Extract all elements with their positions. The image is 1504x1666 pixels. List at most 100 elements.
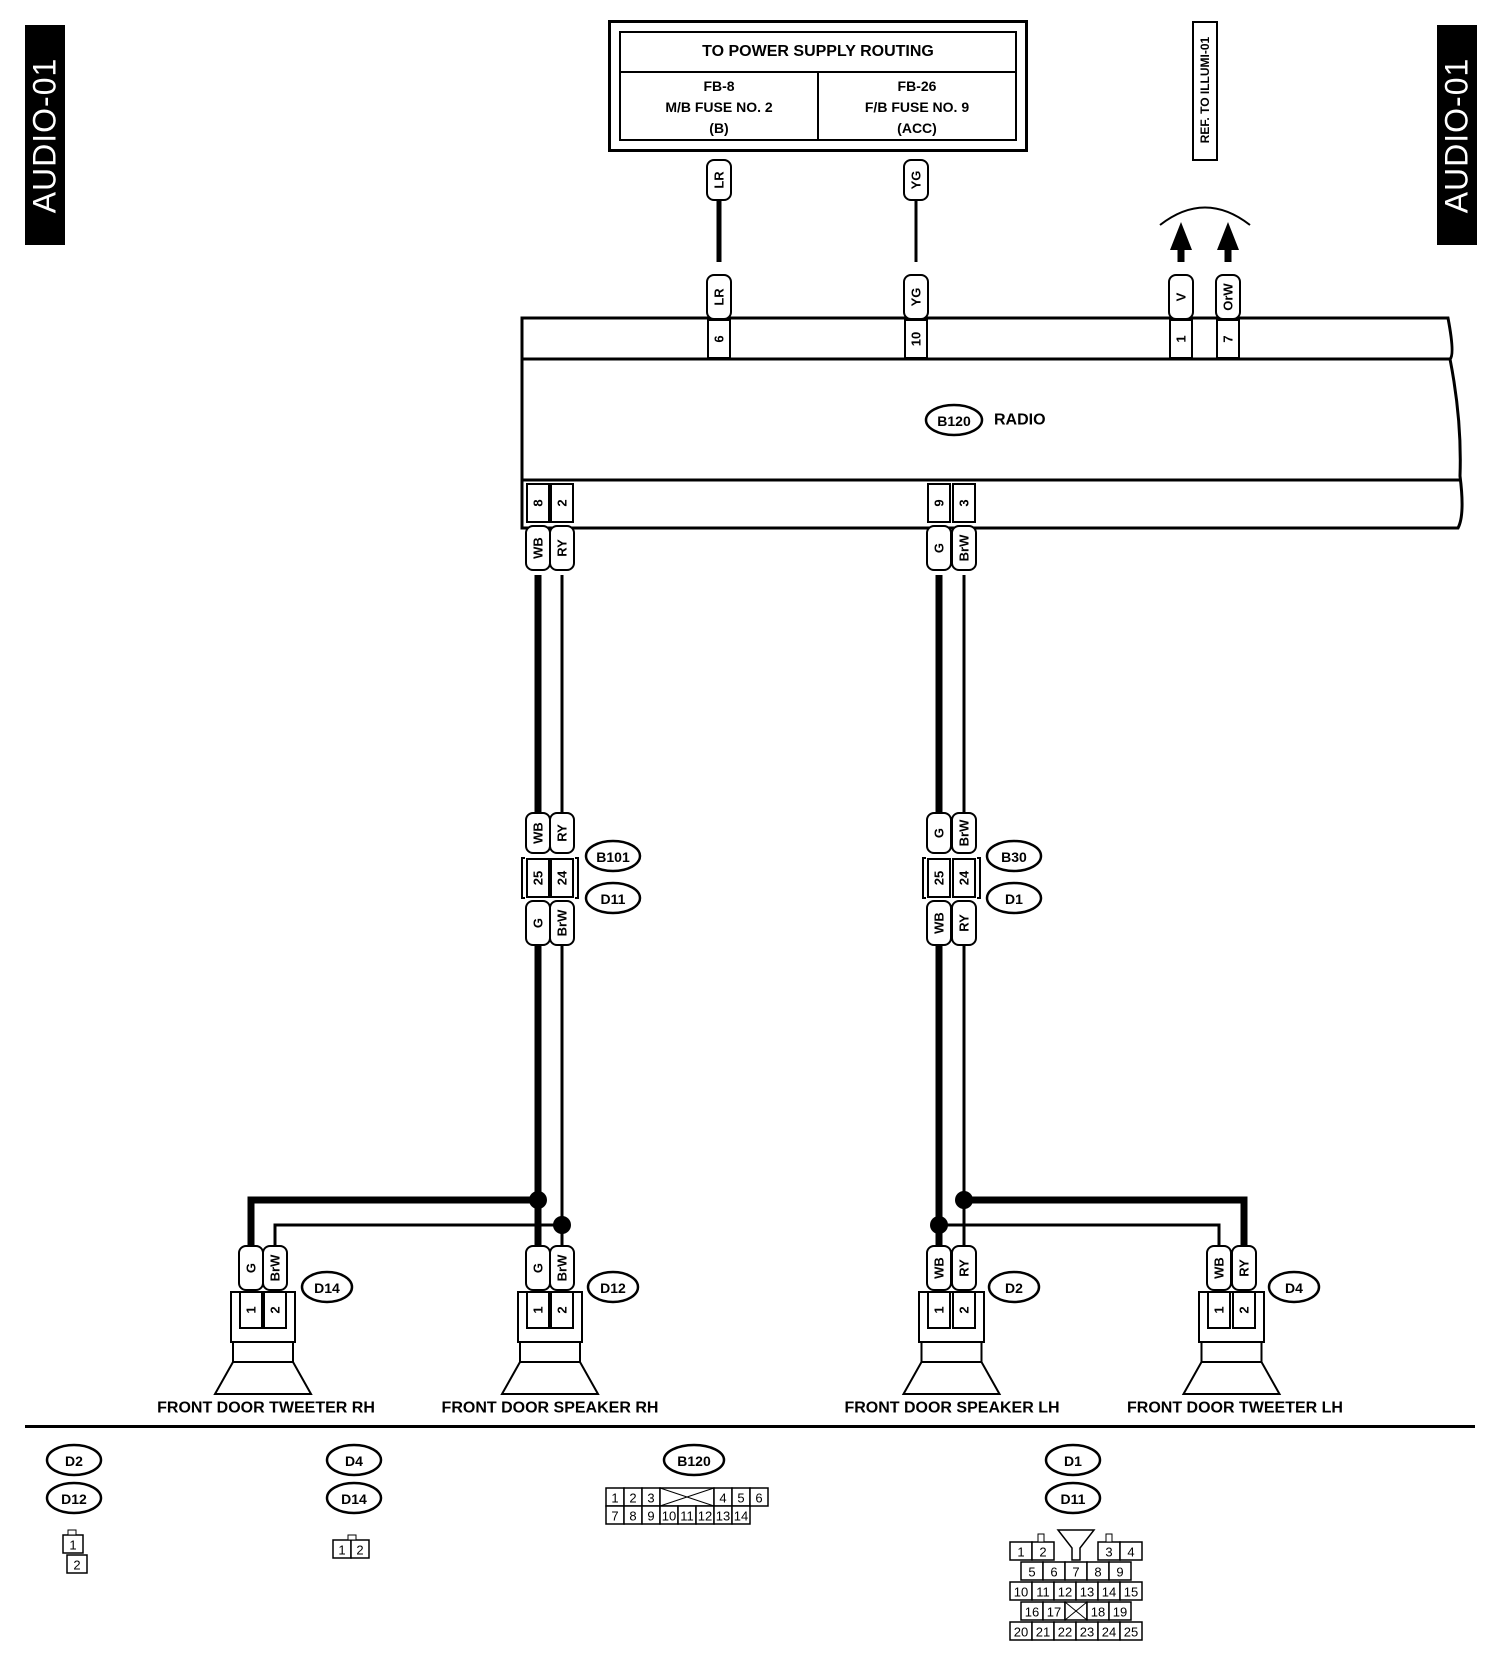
speaker-3-color-0-text: WB	[1212, 1257, 1227, 1279]
speaker-1-connector-oval-text: D12	[600, 1280, 626, 1296]
joint_rh-low-1-text: BrW	[555, 909, 570, 936]
cv-d1-r0-3: 3	[1097, 1541, 1121, 1561]
joint_rh-pin-0: 25	[526, 858, 550, 898]
pin-1-text: 1	[1174, 335, 1189, 342]
ref-illum-box: REF. TO ILLUMI-01	[1192, 21, 1218, 161]
speaker-3-pin-0-text: 1	[1212, 1306, 1227, 1313]
cv-d1-r2-5-text: 15	[1124, 1585, 1138, 1600]
fuse-right-line1: FB-26	[897, 77, 937, 94]
cv-d4-oval: D4	[325, 1443, 383, 1477]
speaker-1-pin-1: 2	[550, 1291, 574, 1329]
cv-b120-r0-2-text: 3	[647, 1491, 654, 1506]
cv-d1-r4-1-text: 21	[1036, 1625, 1050, 1640]
cv-d1-r4-1: 21	[1031, 1621, 1055, 1641]
cv-d1-key-1	[1105, 1533, 1113, 1543]
cv-d1-oval-text: D1	[1064, 1453, 1082, 1469]
speaker-1-color-1: BrW	[549, 1245, 575, 1291]
cv-d1-r0-4-text: 4	[1127, 1545, 1134, 1560]
fuse-left-line2: M/B FUSE NO. 2	[665, 98, 773, 115]
joint_rh-low-0: G	[525, 900, 551, 946]
radio-connector-oval-text: B120	[937, 413, 971, 429]
cv-b120-r1-6-text: 13	[716, 1509, 730, 1524]
speaker-2-connector-oval-text: D2	[1005, 1280, 1023, 1296]
cv-d1-r0-0: 1	[1009, 1541, 1033, 1561]
label-radio-g: G	[926, 525, 952, 571]
branch-wb-tweeter-lh	[964, 1196, 1248, 1248]
cv-b120-r0-0-text: 1	[611, 1491, 618, 1506]
cv-b120-r0-0: 1	[605, 1487, 625, 1507]
cv-d1-r3-1: 17	[1042, 1601, 1066, 1621]
joint_lh-up-0: G	[926, 812, 952, 854]
joint_lh-low-0-text: WB	[932, 912, 947, 934]
cv-d1-r0-3-text: 3	[1105, 1545, 1112, 1560]
cv-d1-r0-0-text: 1	[1017, 1545, 1024, 1560]
radio-pin-9-text: 9	[932, 499, 947, 506]
joint_rh-up-1: RY	[549, 812, 575, 854]
label-lr-top-text: LR	[712, 171, 727, 189]
radio-pin-9: 9	[927, 483, 951, 523]
cv-d1-r0-1-text: 2	[1039, 1545, 1046, 1560]
label-v-radio: V	[1168, 274, 1194, 320]
speaker-2-pin-1-text: 2	[957, 1306, 972, 1313]
cv-b120-r0-2: 3	[641, 1487, 661, 1507]
label-radio-brw-text: BrW	[957, 534, 972, 561]
cv-d1-r2-0: 10	[1009, 1581, 1033, 1601]
cv-b120-r1-1-text: 8	[629, 1509, 636, 1524]
speaker-1-pin-0-text: 1	[531, 1306, 546, 1313]
joint_lh-pin-1: 24	[952, 858, 976, 898]
fuse-right-line2: F/B FUSE NO. 9	[864, 98, 970, 115]
cv-d11-oval: D11	[1044, 1481, 1102, 1515]
branch-brw-tweeter-rh	[273, 1223, 562, 1248]
cv-d1-r1-1: 6	[1042, 1561, 1066, 1581]
cv-d4-pin-2: 2	[350, 1539, 370, 1559]
cv-d1-lock-icon	[1056, 1529, 1096, 1561]
speaker-2-body	[920, 1341, 983, 1363]
cv-b120-r0-5: 5	[731, 1487, 751, 1507]
cv-d1-r2-0-text: 10	[1014, 1585, 1028, 1600]
cv-b120-oval: B120	[662, 1443, 726, 1477]
cv-b120-r0-4: 4	[713, 1487, 733, 1507]
label-yg-radio-text: YG	[909, 288, 924, 307]
cv-d1-r0-4: 4	[1119, 1541, 1143, 1561]
speaker-1-body	[519, 1341, 581, 1363]
speaker-3-color-0: WB	[1206, 1245, 1232, 1291]
cv-d1-r4-3: 23	[1075, 1621, 1099, 1641]
cv-b120-r1-2-text: 9	[647, 1509, 654, 1524]
cv-d1-r1-4: 9	[1108, 1561, 1132, 1581]
joint_lh-upper-oval: B30	[985, 839, 1043, 873]
power-supply-title: TO POWER SUPPLY ROUTING	[621, 33, 1015, 73]
junction-rh-1	[529, 1191, 547, 1209]
cv-b120-r1-7-text: 14	[734, 1509, 748, 1524]
speaker-3-pin-1-text: 2	[1237, 1306, 1252, 1313]
radio-pin-8-text: 8	[531, 499, 546, 506]
arrow-orw	[1217, 222, 1239, 250]
speaker-0-body	[232, 1341, 294, 1363]
joint_rh-lower-oval: D11	[584, 881, 642, 915]
cv-d1-r4-0: 20	[1009, 1621, 1033, 1641]
joint_lh-pin-0-text: 25	[932, 871, 947, 885]
joint_lh-pin-1-text: 24	[957, 870, 972, 885]
label-radio-brw: BrW	[951, 525, 977, 571]
cv-d1-r1-2: 7	[1064, 1561, 1088, 1581]
cv-d1-r4-4-text: 24	[1102, 1625, 1116, 1640]
pin-7-text: 7	[1221, 335, 1236, 342]
speaker-0-pin-1-text: 2	[268, 1306, 283, 1313]
cv-d1-key-0	[1037, 1533, 1045, 1543]
cv-b120-blank	[659, 1487, 715, 1507]
speaker-0-connector-oval-text: D14	[314, 1280, 340, 1296]
speaker-3-color-1: RY	[1231, 1245, 1257, 1291]
speaker-0-label: FRONT DOOR TWEETER RH	[157, 1400, 375, 1417]
joint_lh-low-1-text: RY	[957, 914, 972, 932]
speaker-2-color-1-text: RY	[957, 1259, 972, 1277]
joint_lh-upper-oval-text: B30	[1001, 849, 1027, 865]
radio-pin-3: 3	[952, 483, 976, 523]
cv-b120-r1-2: 9	[641, 1505, 661, 1525]
joint_rh-low-1: BrW	[549, 900, 575, 946]
cv-b120-oval-text: B120	[677, 1453, 711, 1469]
cv-d14-oval: D14	[325, 1481, 383, 1515]
cv-b120-r1-0: 7	[605, 1505, 625, 1525]
speaker-1-pin-1-text: 2	[555, 1306, 570, 1313]
speaker-0-color-0-text: G	[244, 1263, 259, 1273]
speaker-1-color-0: G	[525, 1245, 551, 1291]
cv-b120-r0-1: 2	[623, 1487, 643, 1507]
